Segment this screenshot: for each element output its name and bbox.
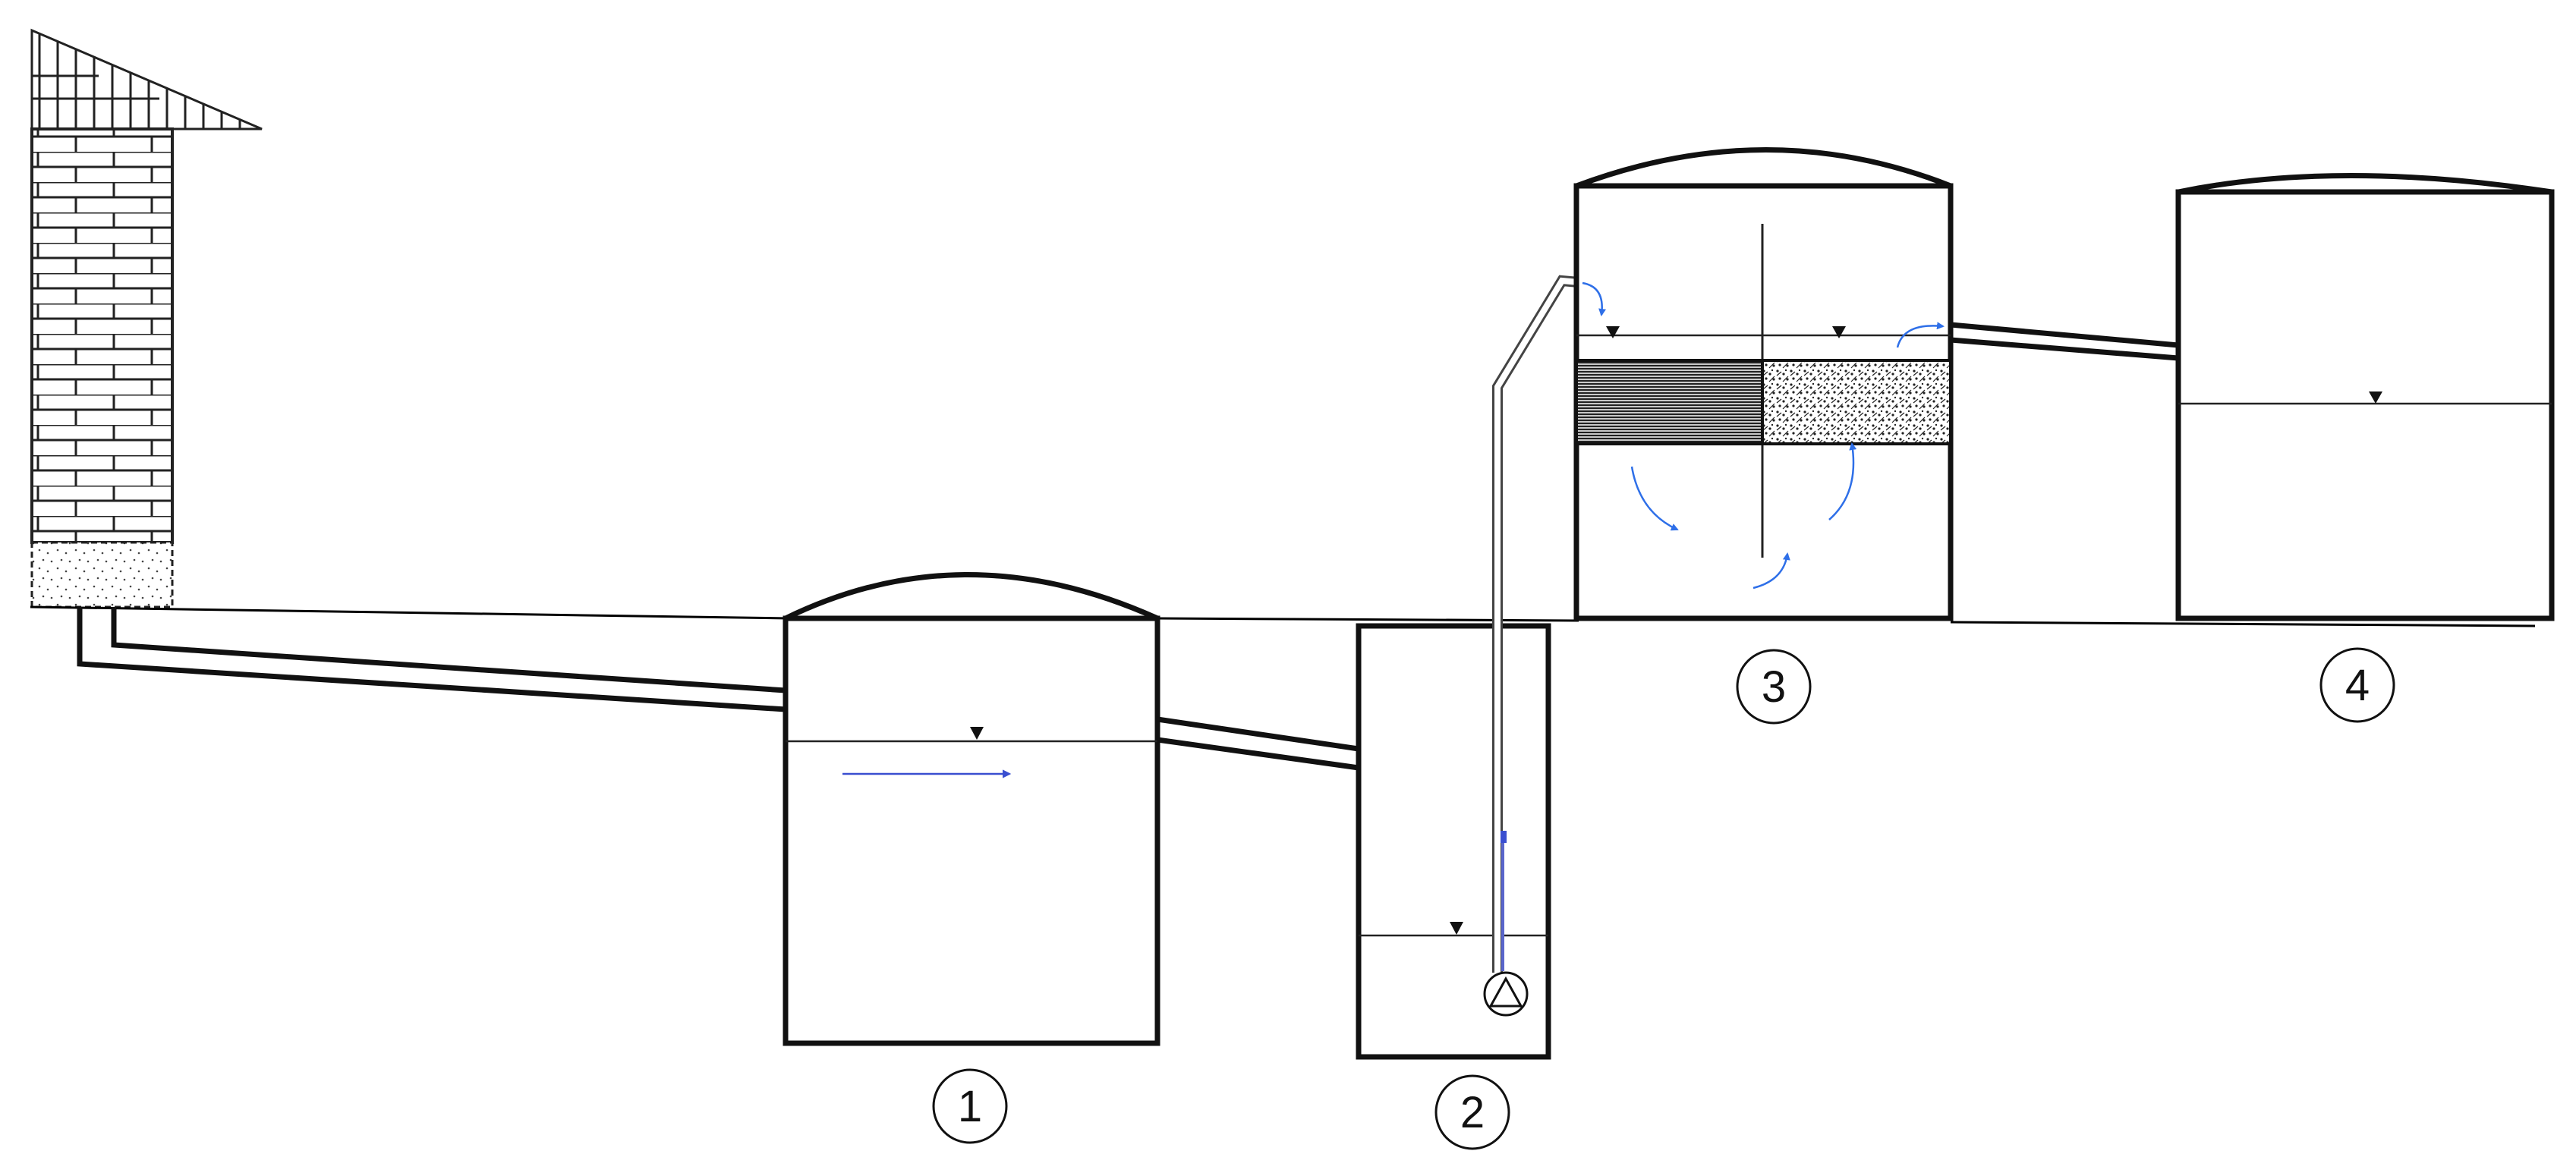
tank-4-dome	[2178, 173, 2552, 195]
water-level-marker-icon	[1606, 326, 1620, 338]
pump-icon	[1483, 971, 1529, 1017]
house	[30, 28, 263, 608]
tank-1: 1	[783, 572, 1160, 1144]
filter-media-fine	[1575, 359, 1764, 445]
tank-2-label: 2	[1460, 1088, 1485, 1137]
house-roof	[30, 28, 263, 130]
flow-arrow-icon	[1896, 322, 1945, 348]
tank-2: 2	[1356, 623, 1551, 1150]
tank-1-label: 1	[958, 1082, 982, 1131]
pipe-tank3-to-tank4	[1950, 322, 2179, 361]
flow-arrow-icon	[1752, 552, 1790, 590]
house-foundation	[30, 541, 174, 608]
water-level-marker-icon	[970, 727, 984, 740]
pipe-tank1-to-tank2	[1157, 716, 1359, 771]
tank-4-label: 4	[2345, 661, 2370, 710]
tank-3-dome	[1575, 147, 1952, 189]
filter-media-coarse	[1761, 359, 1952, 445]
riser-pipe	[1492, 275, 1579, 973]
tank-3: 3	[1573, 147, 1954, 725]
water-level-marker-icon	[1450, 922, 1463, 935]
tank-4-body	[2175, 189, 2555, 621]
water-level-marker-icon	[2369, 391, 2382, 404]
house-brick-wall	[30, 127, 174, 544]
tank-3-label: 3	[1762, 662, 1786, 712]
flow-arrow-icon	[1582, 281, 1607, 316]
water-level-marker-icon	[1832, 326, 1846, 338]
tank-1-body	[783, 615, 1160, 1046]
tank-4: 4	[2175, 173, 2555, 723]
flow-arrow-icon	[1630, 466, 1679, 531]
tank-1-dome	[784, 572, 1159, 621]
ground-line	[30, 605, 2536, 627]
pipe-house-to-tank1	[77, 607, 786, 712]
flow-arrow-icon	[1828, 442, 1857, 520]
